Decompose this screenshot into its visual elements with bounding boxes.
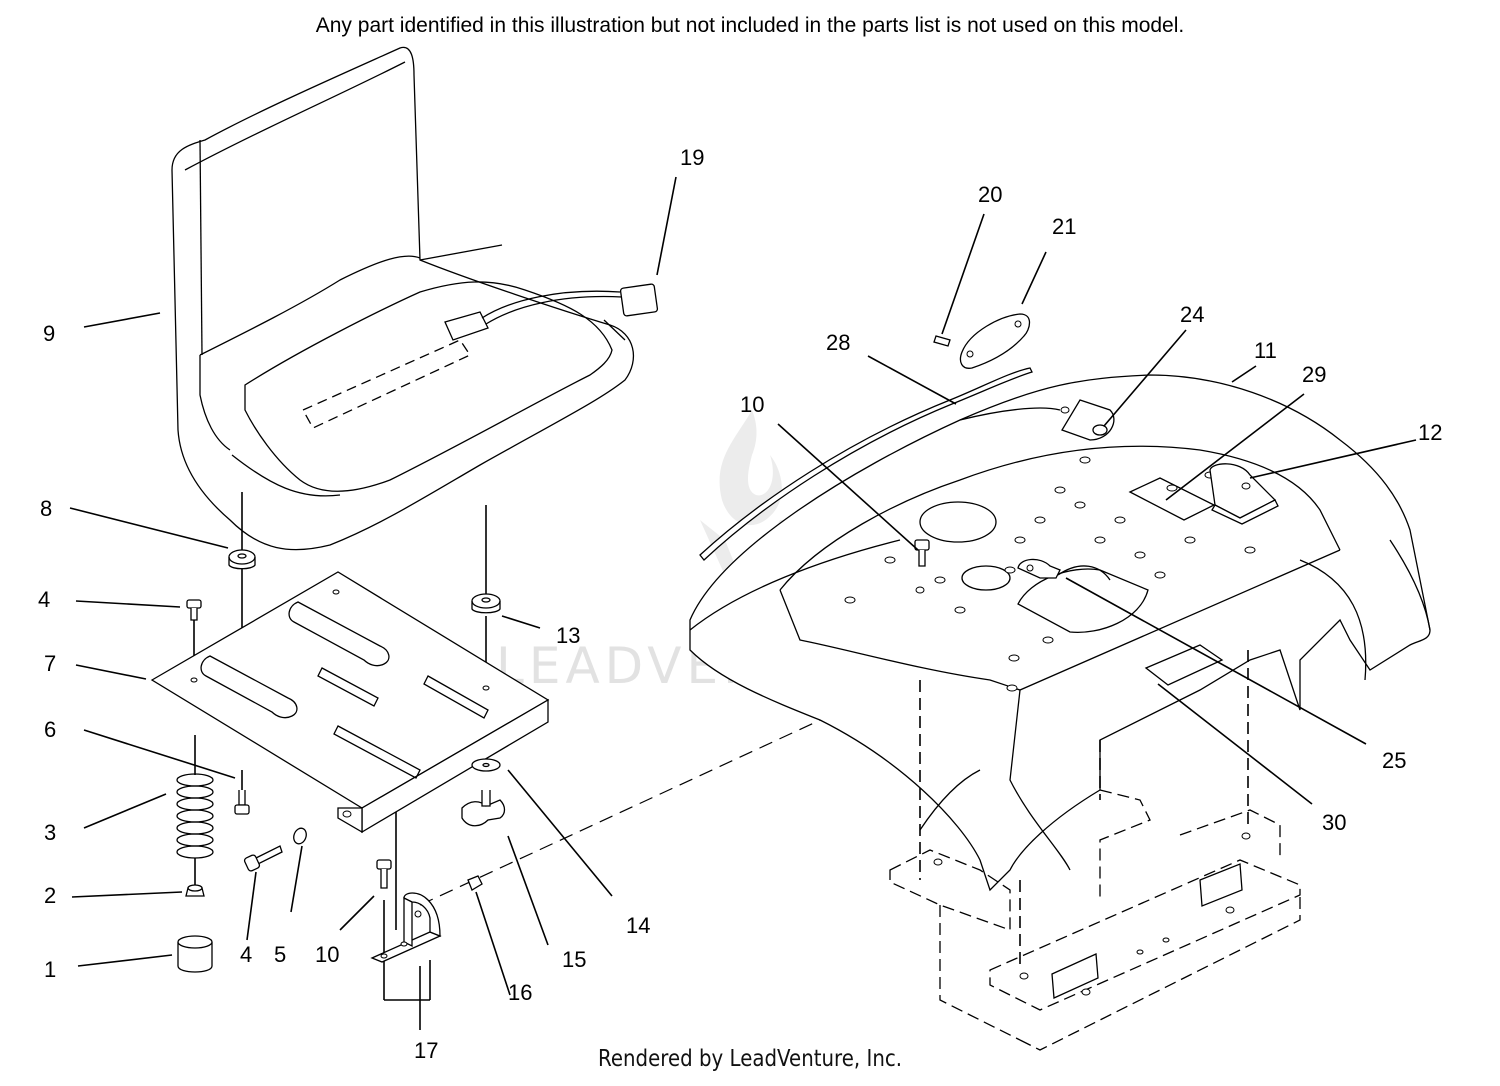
callout-3: 3 [44, 820, 56, 845]
bolt-part-10-fender [914, 539, 930, 567]
callout-19: 19 [680, 145, 704, 170]
callout-8: 8 [40, 496, 52, 521]
leader-lines [69, 176, 1417, 1030]
washer-part-14 [471, 758, 501, 772]
bracket-part-25 [1017, 558, 1061, 579]
strip-part-28 [699, 367, 1033, 561]
bolt-part-under-plate [234, 790, 250, 815]
callout-30: 30 [1322, 810, 1346, 835]
callout-28: 28 [826, 330, 850, 355]
bracket-part-12 [1209, 463, 1279, 525]
callout-13: 13 [556, 623, 580, 648]
callout-17: 17 [414, 1038, 438, 1063]
bolt-part-4-side [243, 845, 283, 872]
header-note: Any part identified in this illustration… [315, 14, 1185, 37]
knob-part-15 [461, 790, 506, 827]
callout-7: 7 [44, 651, 56, 676]
spacer-part-8 [228, 549, 256, 570]
callout-20: 20 [978, 182, 1002, 207]
bolt-part-4-top [186, 599, 202, 621]
callout-4-top: 4 [38, 587, 50, 612]
footer-credit: Rendered by LeadVenture, Inc. [597, 1046, 903, 1072]
nut-part-2 [185, 884, 205, 897]
callout-16: 16 [508, 980, 532, 1005]
spacer-part-13 [471, 593, 501, 614]
callout-14: 14 [626, 913, 650, 938]
callout-9: 9 [43, 321, 55, 346]
nut-part-24 [1092, 424, 1108, 436]
frame-part [889, 650, 1301, 1051]
washer-part-5 [293, 827, 307, 845]
callout-25: 25 [1382, 748, 1406, 773]
callout-labels: 9 19 8 4 7 6 3 2 1 4 5 10 17 16 15 14 13… [38, 145, 1442, 1063]
callout-2: 2 [44, 883, 56, 908]
bumper-part-1 [177, 935, 213, 973]
callout-10-fender: 10 [740, 392, 764, 417]
callout-29: 29 [1302, 362, 1326, 387]
fender-part-11 [689, 374, 1431, 892]
callout-15: 15 [562, 947, 586, 972]
spring-part-3 [176, 773, 214, 859]
seat-part [171, 46, 659, 551]
callout-12: 12 [1418, 420, 1442, 445]
plate-part-21 [959, 313, 1031, 369]
callout-4-bottom: 4 [240, 942, 252, 967]
callout-24: 24 [1180, 302, 1204, 327]
callout-1: 1 [44, 957, 56, 982]
screw-part-20 [933, 335, 951, 347]
seat-plate-part [150, 571, 550, 834]
callout-6: 6 [44, 717, 56, 742]
callout-11: 11 [1254, 338, 1277, 363]
nut-part-16 [467, 875, 483, 891]
callout-21: 21 [1052, 214, 1076, 239]
callout-10-left: 10 [315, 942, 339, 967]
callout-5: 5 [274, 942, 286, 967]
bolt-part-10-left [376, 859, 392, 889]
bracket-part-17 [370, 892, 442, 963]
